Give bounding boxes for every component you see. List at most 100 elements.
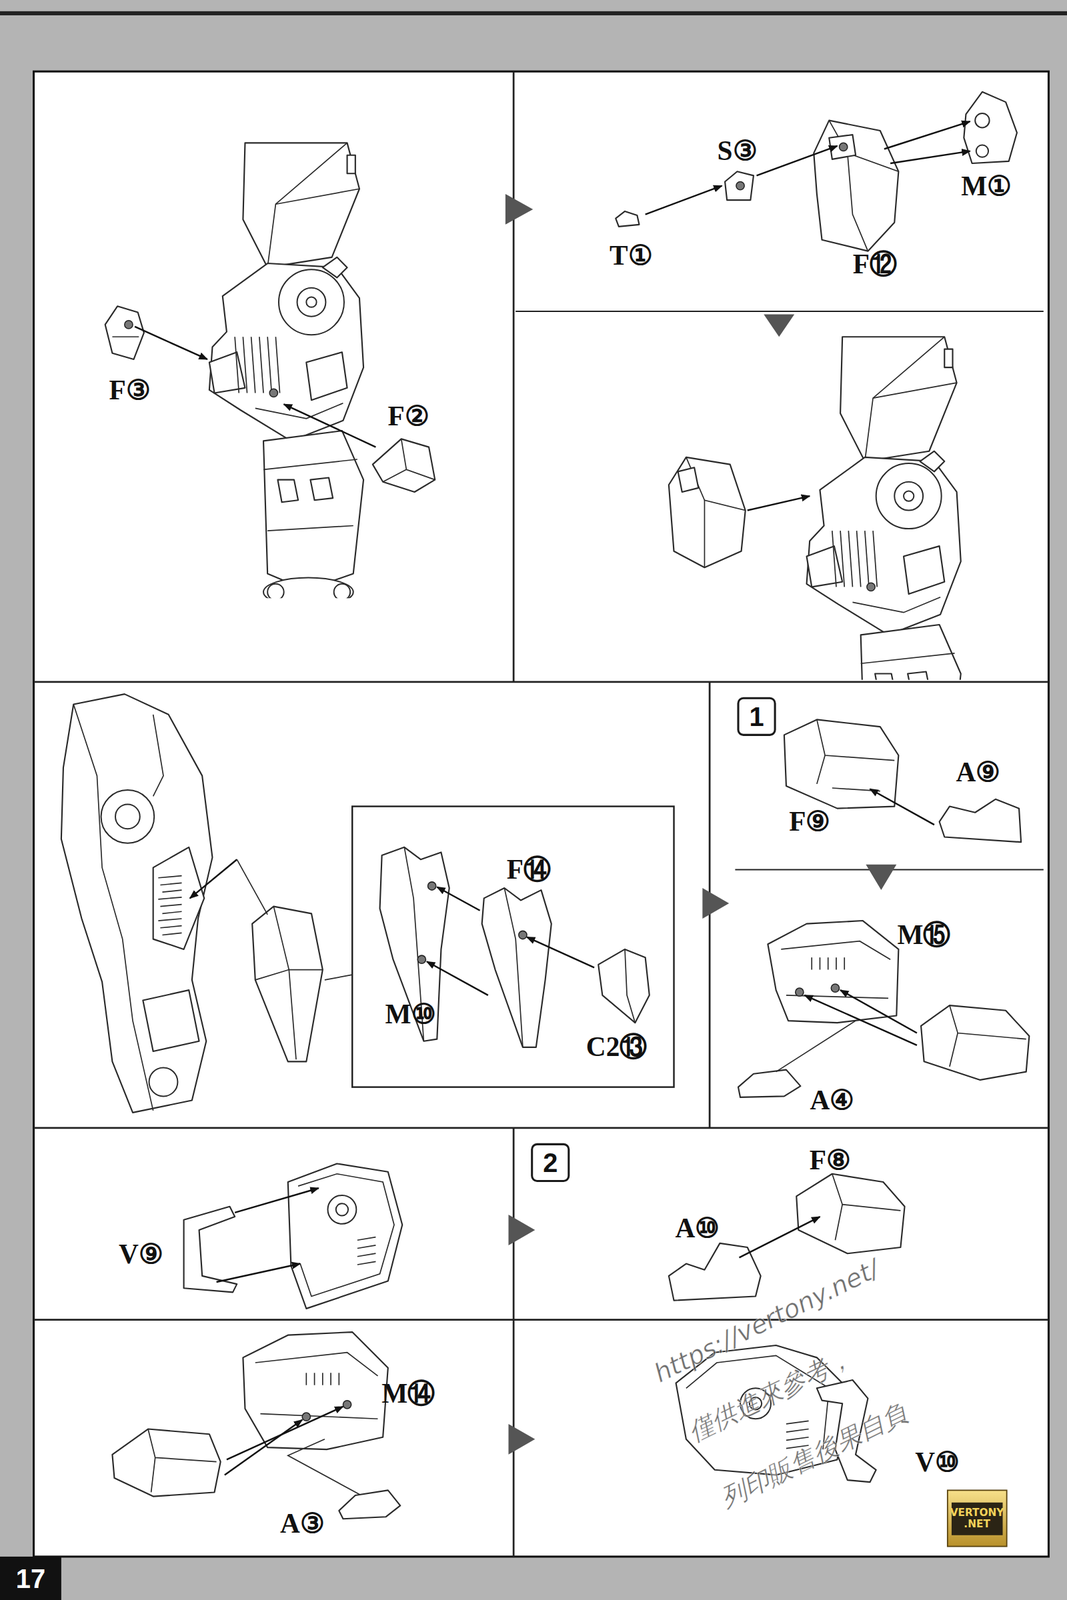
part-outline bbox=[372, 438, 435, 493]
part-detail bbox=[704, 500, 706, 568]
part-detail bbox=[832, 530, 837, 587]
detail-frame bbox=[352, 806, 674, 1088]
part-detail bbox=[949, 1005, 1027, 1040]
leader-arrow bbox=[869, 789, 934, 826]
part-detail bbox=[848, 530, 853, 587]
part-label: T① bbox=[609, 242, 653, 271]
peg-hole bbox=[795, 988, 804, 997]
part-detail bbox=[267, 142, 347, 268]
leader-arrow bbox=[134, 326, 208, 360]
part-detail bbox=[255, 1353, 379, 1377]
part-detail bbox=[864, 336, 945, 462]
part-detail bbox=[357, 1245, 377, 1250]
leader-line bbox=[288, 1439, 360, 1496]
step-triangle bbox=[763, 314, 795, 338]
part-label: M⑮ bbox=[896, 921, 951, 949]
leader-arrow bbox=[890, 151, 970, 164]
peg-hole bbox=[830, 984, 839, 993]
leader-line bbox=[776, 1020, 856, 1073]
leader-arrow bbox=[739, 1217, 821, 1258]
panel-divider bbox=[515, 310, 1044, 313]
part-detail bbox=[860, 653, 955, 664]
part-detail bbox=[234, 336, 239, 393]
part-detail bbox=[330, 1373, 332, 1386]
leg-drawing bbox=[209, 142, 364, 599]
part-label: F⑧ bbox=[809, 1147, 851, 1175]
part-detail bbox=[780, 941, 891, 961]
part-detail bbox=[158, 897, 182, 900]
part-detail bbox=[816, 755, 825, 785]
leader-line bbox=[236, 859, 268, 915]
part-detail bbox=[160, 926, 182, 929]
peg-hole bbox=[269, 388, 278, 397]
part-outline bbox=[920, 451, 945, 473]
part-outline bbox=[598, 949, 650, 1023]
part-detail bbox=[160, 904, 182, 907]
part-label: F② bbox=[387, 402, 429, 431]
part-detail bbox=[843, 957, 845, 970]
step-triangle bbox=[865, 864, 897, 891]
part-detail bbox=[322, 1373, 324, 1386]
step-number: 2 bbox=[542, 1149, 558, 1177]
part-outline bbox=[153, 847, 205, 950]
leader-arrow bbox=[645, 186, 723, 215]
leader-arrow bbox=[234, 1188, 319, 1214]
part-label: A③ bbox=[280, 1510, 325, 1538]
leader-arrow bbox=[756, 146, 838, 176]
leader-arrow bbox=[226, 1407, 344, 1461]
leader-arrow bbox=[526, 937, 595, 969]
joint-circle bbox=[903, 490, 914, 501]
part-detail bbox=[153, 714, 164, 797]
panel-divider bbox=[34, 1127, 1049, 1130]
part-label: V⑨ bbox=[118, 1241, 164, 1269]
part-outline bbox=[615, 211, 639, 227]
leader-arrow bbox=[436, 887, 480, 911]
part-detail bbox=[112, 336, 139, 338]
part-detail bbox=[856, 530, 861, 587]
part-outline bbox=[380, 847, 450, 1042]
part-detail bbox=[835, 957, 837, 970]
part-outline bbox=[105, 306, 145, 360]
part-outline bbox=[263, 430, 364, 591]
part-detail bbox=[357, 1261, 377, 1266]
part-outline bbox=[724, 171, 754, 201]
part-detail bbox=[828, 120, 899, 173]
part-label: F③ bbox=[108, 377, 151, 405]
part-label: A⑨ bbox=[955, 758, 1001, 787]
part-detail bbox=[382, 469, 407, 482]
leg-drawing bbox=[61, 694, 213, 1114]
part-outline bbox=[306, 352, 347, 401]
part-label: A⑩ bbox=[674, 1215, 720, 1244]
part-detail bbox=[834, 1205, 843, 1242]
top-bar bbox=[0, 11, 1067, 16]
part-outline bbox=[242, 142, 360, 268]
part-label: C2⑬ bbox=[586, 1033, 648, 1061]
part-outline bbox=[813, 120, 899, 252]
part-detail bbox=[852, 597, 941, 613]
joint-circle bbox=[115, 804, 141, 830]
part-outline bbox=[796, 1174, 905, 1254]
part-detail bbox=[786, 1437, 809, 1442]
part-outline bbox=[668, 457, 746, 568]
part-outline bbox=[242, 1332, 388, 1450]
leader-arrow bbox=[224, 1420, 303, 1476]
logo-text: VERTONY bbox=[950, 1507, 1005, 1519]
part-detail bbox=[158, 876, 182, 879]
part-detail bbox=[251, 336, 256, 393]
step-triangle bbox=[508, 1215, 535, 1246]
part-detail bbox=[275, 336, 280, 393]
peg-hole bbox=[342, 1401, 351, 1410]
part-outline bbox=[840, 336, 957, 462]
logo-text: .NET bbox=[963, 1519, 991, 1530]
part-outline bbox=[61, 694, 213, 1114]
ankle-joint bbox=[263, 578, 354, 599]
part-label: S③ bbox=[717, 137, 758, 165]
step-number-box: 1 bbox=[736, 697, 776, 737]
peg-hole bbox=[866, 582, 875, 591]
part-detail bbox=[73, 704, 153, 1111]
part-outline bbox=[903, 546, 945, 595]
part-detail bbox=[786, 1421, 809, 1425]
part-label: M⑩ bbox=[385, 1000, 437, 1029]
part-outline bbox=[310, 478, 333, 501]
part-detail bbox=[148, 1429, 217, 1463]
